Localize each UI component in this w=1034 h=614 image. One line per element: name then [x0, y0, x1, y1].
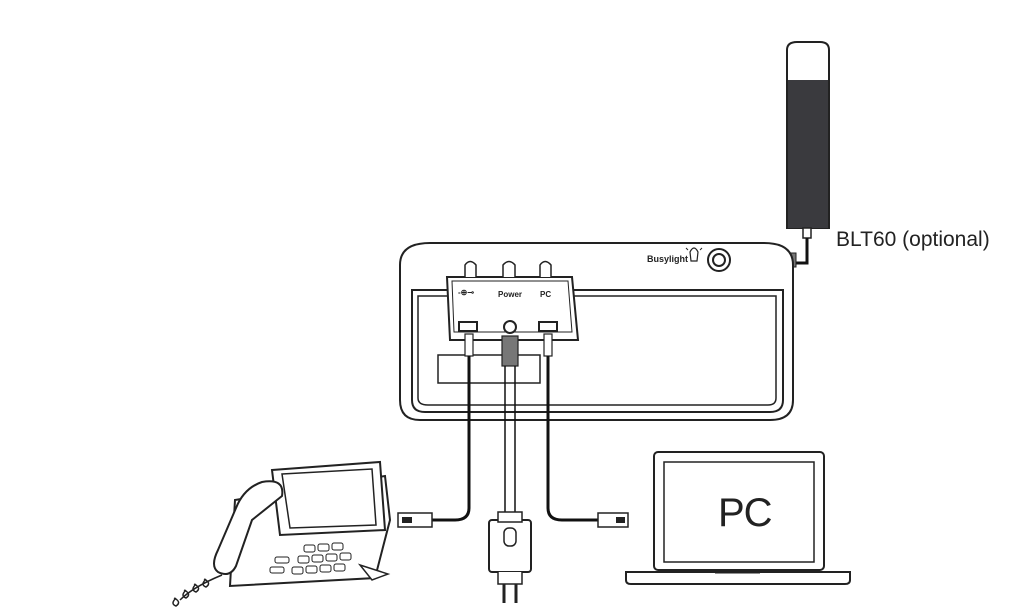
- busylight-port-label: Busylight: [647, 254, 689, 264]
- pc-port-label: PC: [540, 290, 552, 299]
- pc-label: PC: [718, 491, 773, 535]
- cables: [397, 333, 629, 528]
- blt60-label: BLT60 (optional): [836, 228, 990, 251]
- desk-phone: [172, 460, 392, 607]
- phone-handset-icon: [213, 480, 284, 575]
- busylight-bulb-icon: [685, 247, 703, 262]
- laptop-icon: [625, 451, 851, 585]
- usb-port-label: -⊕⊸: [458, 288, 475, 297]
- blt60-device: [728, 41, 830, 268]
- power-port-label: Power: [498, 290, 523, 299]
- power-adapter-icon: [488, 511, 532, 603]
- hub-device: [399, 242, 794, 421]
